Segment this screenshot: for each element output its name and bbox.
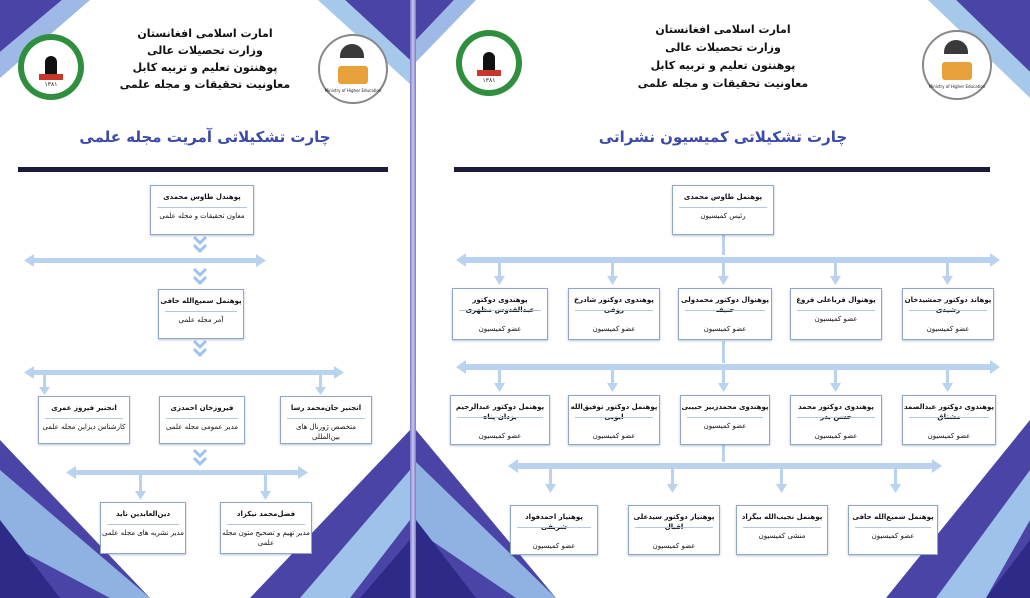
- left-l4-box-2: دین‌العابدین ناید مدیر نشریه های مجله عل…: [100, 502, 186, 554]
- right-r3-role-3: عضو کمیسیون: [652, 542, 696, 550]
- right-r1-name-3: پوهنوال دوکتور محمدولی حنیف: [681, 296, 769, 314]
- book-spine: [410, 0, 416, 598]
- left-l3-box-3: انجنیر فیروز عمری کارشناس دیزاین مجله عل…: [38, 396, 130, 444]
- right-r2-box-2: پوهندوی دوکتور محمد حسن بدر عضو کمیسیون: [790, 395, 882, 445]
- header-line-1: امارت اسلامی افغانستان: [137, 27, 273, 40]
- left-l4-name-1: فضل‌محمد نیکزاد: [236, 510, 296, 518]
- right-r1-role-2: عضو کمیسیون: [814, 315, 858, 323]
- right-r3-name-2: پوهنمل نجیب‌الله بیگزاد: [741, 513, 823, 521]
- right-head-name: پوهنمل طاوس محمدی: [683, 193, 763, 201]
- ministry-seal-icon: Ministry of Higher Education: [318, 34, 388, 104]
- left-l2-box: پوهنمل سمیع‌الله حافی آمر مجله علمی: [158, 289, 244, 339]
- left-l2-role: آمر مجله علمی: [178, 316, 224, 324]
- right-r2-role-4: عضو کمیسیون: [592, 432, 636, 440]
- left-l3-role-1: متخصص ژورنال های بین‌المللی: [295, 423, 357, 441]
- right-r1-name-5: پوهندوی دوکتور عبدالقدوس مظهری: [465, 296, 535, 314]
- right-title-band: [454, 167, 990, 172]
- right-r2-box-3: پوهندوی محمدزبیر حبیبی عضو کمیسیون: [680, 395, 770, 445]
- left-l4-name-2: دین‌العابدین ناید: [115, 510, 171, 518]
- left-l2-name: پوهنمل سمیع‌الله حافی: [160, 297, 242, 305]
- right-r2-box-4: پوهنمل دوکتور توفیق‌الله ایوبی عضو کمیسی…: [568, 395, 660, 445]
- left-page: ۱۳۸۱ Ministry of Higher Education امارت …: [0, 0, 410, 598]
- right-head-role: رئیس کمیسیون: [700, 212, 746, 220]
- right-r2-role-3: عضو کمیسیون: [703, 422, 747, 430]
- header-line-3-right: پوهنتون تعلیم و تربیه کابل: [650, 59, 796, 72]
- left-connectors: [24, 235, 344, 500]
- right-r1-name-2: پوهنوال فریاعلی فروغ: [796, 296, 876, 304]
- right-r3-box-2: پوهنمل نجیب‌الله بیگزاد منشی کمیسیون: [736, 505, 828, 555]
- right-r2-box-1: پوهندوی دوکتور عبدالصمد مشتاق عضو کمیسیو…: [902, 395, 996, 445]
- right-r1-role-5: عضو کمیسیون: [478, 325, 522, 333]
- right-r1-role-4: عضو کمیسیون: [592, 325, 636, 333]
- ministry-seal-caption: Ministry of Higher Education: [324, 88, 382, 93]
- right-r1-role-3: عضو کمیسیون: [703, 325, 747, 333]
- right-r3-name-1: پوهنمل سمیع‌الله حافی: [852, 513, 934, 521]
- right-r3-role-1: عضو کمیسیون: [871, 532, 915, 540]
- left-chart-title: چارت تشکیلاتی آمریت مجله علمی: [79, 128, 331, 146]
- right-r1-box-1: پوهاند دوکتور جمشیدخان رشیدی عضو کمیسیون: [902, 288, 994, 340]
- left-l1-name: پوهندل طاوس محمدی: [163, 193, 241, 201]
- left-l4-role-2: مدیر نشریه های مجله علمی: [102, 529, 184, 537]
- left-l3-name-2: فیروزخان احمدزی: [170, 404, 234, 412]
- header-line-4-right: معاونیت تحقیقات و مجله علمی: [637, 77, 809, 90]
- right-r2-name-4: پوهنمل دوکتور توفیق‌الله ایوبی: [570, 403, 658, 421]
- right-page: ۱۳۸۱ Ministry of Higher Education امارت …: [416, 0, 1030, 598]
- header-line-2-right: وزارت تحصیلات عالی: [665, 41, 781, 54]
- header-line-3: پوهنتون تعلیم و تربیه کابل: [132, 61, 278, 74]
- left-l3-name-3: انجنیر فیروز عمری: [51, 404, 117, 412]
- right-r3-role-4: عضو کمیسیون: [532, 542, 576, 550]
- right-r2-name-3: پوهندوی محمدزبیر حبیبی: [681, 403, 769, 411]
- right-r3-box-4: پوهنیار احمدفواد شریفی عضو کمیسیون: [510, 505, 598, 555]
- right-r3-box-3: پوهنیار دوکتور سیدعلی اقبال عضو کمیسیون: [628, 505, 720, 555]
- header-line-2: وزارت تحصیلات عالی: [147, 44, 263, 57]
- right-r2-role-2: عضو کمیسیون: [814, 432, 858, 440]
- left-title-band: [18, 167, 388, 172]
- right-r2-role-1: عضو کمیسیون: [927, 432, 971, 440]
- header-line-1-right: امارت اسلامی افغانستان: [655, 23, 791, 36]
- right-r1-box-3: پوهنوال دوکتور محمدولی حنیف عضو کمیسیون: [678, 288, 772, 340]
- right-r2-name-2: پوهندوی دوکتور محمد حسن بدر: [798, 403, 874, 421]
- left-l1-role: معاون تحقیقات و مجله علمی: [159, 212, 245, 220]
- right-chart-title: چارت تشکیلاتی کمیسیون نشراتی: [598, 128, 848, 146]
- left-l3-box-1: انجنیر جان‌محمد رسا متخصص ژورنال های بین…: [280, 396, 372, 444]
- right-r3-role-2: منشی کمیسیون: [758, 532, 806, 540]
- right-r2-role-5: عضو کمیسیون: [478, 432, 522, 440]
- university-seal-year: ۱۳۸۱: [44, 81, 58, 88]
- right-r3-box-1: پوهنمل سمیع‌الله حافی عضو کمیسیون: [848, 505, 938, 555]
- ministry-seal-icon-right: Ministry of Higher Education: [922, 30, 992, 100]
- right-r1-box-4: پوهندوی دوکتور شادرخ روفی عضو کمیسیون: [568, 288, 660, 340]
- right-r2-name-1: پوهندوی دوکتور عبدالصمد مشتاق: [903, 403, 995, 421]
- right-r3-name-3: پوهنیار دوکتور سیدعلی اقبال: [633, 513, 715, 531]
- right-r1-box-2: پوهنوال فریاعلی فروغ عضو کمیسیون: [790, 288, 882, 340]
- right-head-box: پوهنمل طاوس محمدی رئیس کمیسیون: [672, 185, 774, 235]
- right-r1-box-5: پوهندوی دوکتور عبدالقدوس مظهری عضو کمیسی…: [452, 288, 548, 340]
- right-r1-role-1: عضو کمیسیون: [926, 325, 970, 333]
- left-l3-role-2: مدیر عمومی مجله علمی: [165, 423, 239, 431]
- right-r1-name-1: پوهاند دوکتور جمشیدخان رشیدی: [904, 296, 992, 314]
- university-seal-icon-right: ۱۳۸۱: [456, 30, 522, 96]
- left-l4-role-1: مدیر تهیم و تصحیح متون مجله علمی: [222, 529, 310, 547]
- left-l1-box: پوهندل طاوس محمدی معاون تحقیقات و مجله ع…: [150, 185, 254, 235]
- left-l4-box-1: فضل‌محمد نیکزاد مدیر تهیم و تصحیح متون م…: [220, 502, 312, 554]
- header-line-4: معاونیت تحقیقات و مجله علمی: [119, 78, 291, 91]
- university-seal-year-right: ۱۳۸۱: [482, 77, 496, 84]
- university-seal-icon: ۱۳۸۱: [18, 34, 84, 100]
- right-r3-name-4: پوهنیار احمدفواد شریفی: [525, 513, 583, 531]
- right-r1-name-4: پوهندوی دوکتور شادرخ روفی: [574, 296, 654, 314]
- left-l3-box-2: فیروزخان احمدزی مدیر عمومی مجله علمی: [159, 396, 245, 444]
- left-l3-name-1: انجنیر جان‌محمد رسا: [290, 404, 362, 412]
- right-r2-box-5: پوهنمل دوکتور عبدالرحیم یزدان پناه عضو ک…: [450, 395, 550, 445]
- left-l3-role-3: کارشناس دیزاین مجله علمی: [42, 423, 126, 431]
- right-r2-name-5: پوهنمل دوکتور عبدالرحیم یزدان پناه: [455, 403, 545, 421]
- right-connectors: [456, 233, 1000, 493]
- ministry-seal-caption-right: Ministry of Higher Education: [928, 84, 986, 89]
